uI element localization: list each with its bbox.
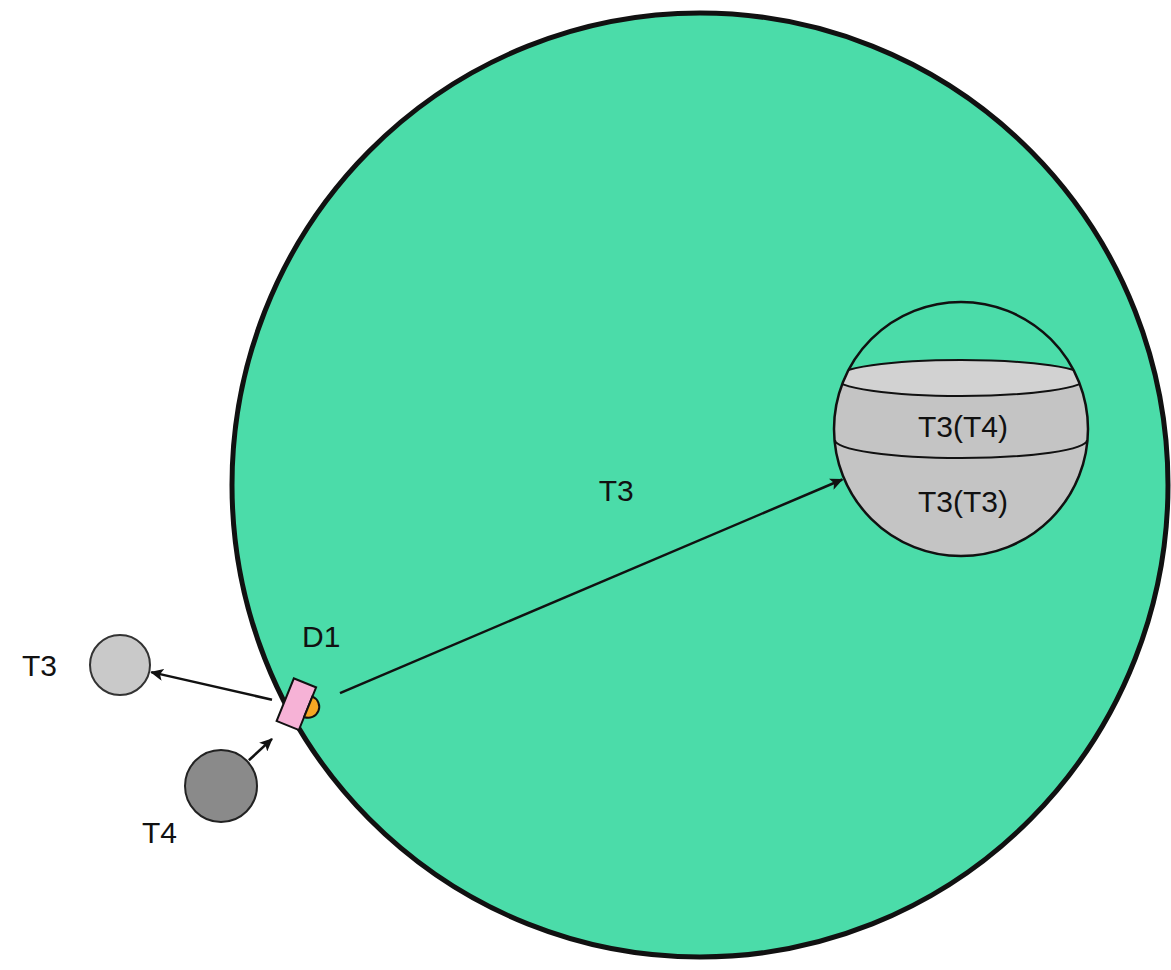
node-shape <box>183 748 259 824</box>
node-label: T3 <box>22 649 57 683</box>
arrow-connector <box>340 479 842 693</box>
cell-body <box>232 13 1168 957</box>
node-label: T3(T4) <box>832 410 1094 444</box>
orange-domain <box>304 697 322 722</box>
substrate-particle: T4 <box>140 740 265 860</box>
arrow-connector <box>151 672 272 700</box>
particle-circle <box>185 750 257 822</box>
arrow-connector <box>249 739 272 760</box>
particle-circle <box>90 635 150 695</box>
node-label: T3(T3) <box>832 485 1094 519</box>
node-shape <box>272 675 340 740</box>
substrate-particle: T3 <box>15 625 160 705</box>
transporter: D1 <box>272 620 344 742</box>
node-shape <box>88 633 152 697</box>
vesicle: T3(T4) T3(T3) <box>832 300 1094 558</box>
edge-label: T3 <box>599 474 634 508</box>
node-label: D1 <box>302 620 340 654</box>
node-label: T4 <box>142 816 177 850</box>
